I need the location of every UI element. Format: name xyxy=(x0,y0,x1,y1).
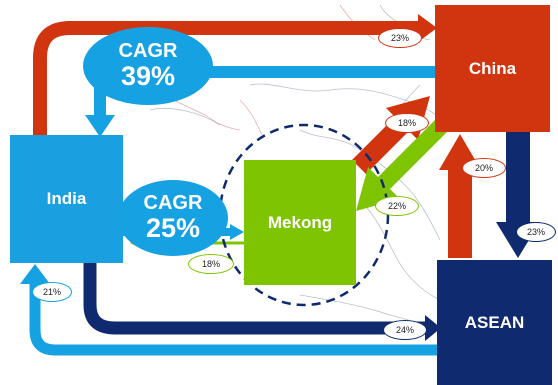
china-box: China xyxy=(435,5,550,132)
mekong-box: Mekong xyxy=(244,160,356,285)
pct-china-to-asean: 23% xyxy=(516,222,556,242)
cagr-top-value: 39% xyxy=(120,61,176,92)
arrowhead-asean-to-india xyxy=(20,264,50,284)
asean-box: ASEAN xyxy=(437,260,552,385)
pct-asean-to-china: 20% xyxy=(462,158,506,178)
flow-china-to-mekong xyxy=(356,115,452,211)
pct-india-to-mekong: 18% xyxy=(188,254,234,274)
arrowhead-india-to-mekong xyxy=(230,224,244,240)
flow-asean-to-india xyxy=(29,282,437,356)
cagr-mid-label: CAGR xyxy=(143,192,203,215)
pct-india-to-china: 23% xyxy=(378,28,422,48)
flow-mekong-to-china xyxy=(352,96,430,174)
arrowhead-india-to-china xyxy=(418,14,437,42)
flow-india-to-asean xyxy=(83,263,425,335)
cagr-bubble-top: CAGR 39% xyxy=(83,27,213,105)
pct-mekong-to-china: 18% xyxy=(385,113,429,133)
pct-china-to-mekong: 22% xyxy=(375,196,419,216)
arrowhead-china-to-india xyxy=(85,115,115,137)
pct-india-to-asean: 24% xyxy=(383,320,427,340)
arrowhead-india-to-asean xyxy=(425,315,441,341)
asean-label: ASEAN xyxy=(464,312,525,332)
flow-india-to-china xyxy=(33,21,418,135)
flow-asean-to-china xyxy=(439,134,481,258)
cagr-top-label: CAGR xyxy=(118,40,178,63)
india-label: India xyxy=(46,189,87,208)
china-label: China xyxy=(468,58,517,78)
pct-asean-to-india: 21% xyxy=(32,282,72,302)
cagr-mid-value: 25% xyxy=(145,213,201,244)
cagr-bubble-mid: CAGR 25% xyxy=(118,180,228,256)
mekong-label: Mekong xyxy=(267,212,333,232)
india-box: India xyxy=(10,135,123,263)
